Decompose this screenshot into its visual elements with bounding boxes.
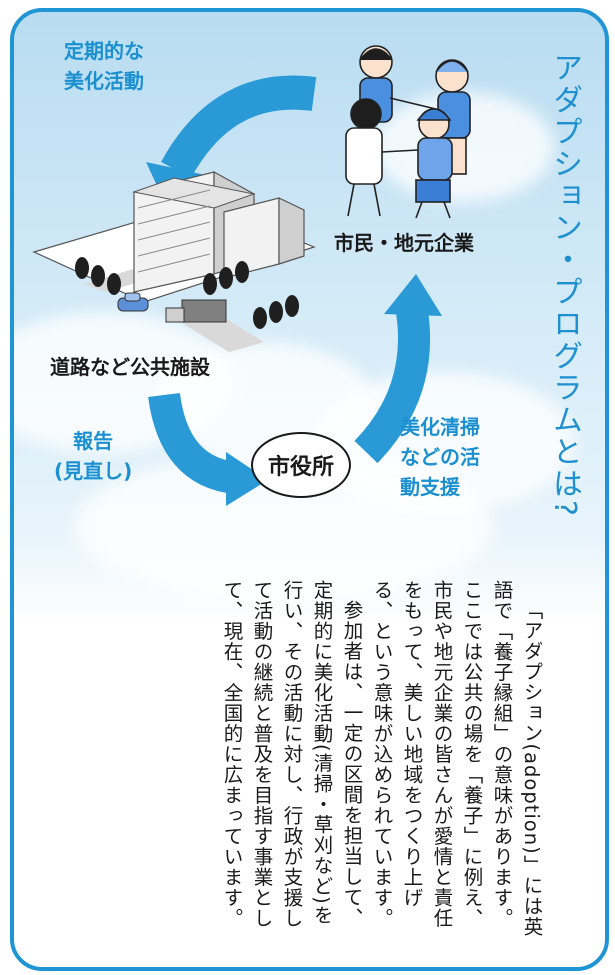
activity-label: 定期的な 美化活動 <box>64 39 144 93</box>
car-icon <box>117 292 149 312</box>
info-card: 定期的な 美化活動 市民・地元企業 道路など公共施設 報告 (見直し) 美化清掃… <box>10 8 609 971</box>
city-hall-node: 市役所 <box>251 432 351 498</box>
city-illustration <box>32 170 316 352</box>
body-paragraph-1: 「アダプション(adoption)」には英語で「養子縁組」の意味があります。ここ… <box>370 580 543 937</box>
report-arrowhead <box>226 452 268 506</box>
facilities-label: 道路など公共施設 <box>50 355 210 379</box>
cycle-diagram <box>32 45 471 506</box>
citizens-illustration <box>345 45 471 219</box>
truck-icon <box>165 299 227 323</box>
support-arrow <box>354 309 431 464</box>
support-arrowhead <box>384 274 442 316</box>
report-arrow <box>148 392 239 494</box>
body-text: 「アダプション(adoption)」には英語で「養子縁組」の意味があります。ここ… <box>74 580 546 940</box>
activity-arrow <box>161 75 317 179</box>
citizens-label: 市民・地元企業 <box>334 231 474 255</box>
report-label: 報告 (見直し) <box>54 429 133 483</box>
page-title: アダプション・プログラムとは? <box>547 52 582 518</box>
support-label: 美化清掃 などの活 動支援 <box>400 415 480 499</box>
body-paragraph-2: 参加者は、一定の区間を担当して、定期的に美化活動(清掃・草刈など)を行い、その活… <box>220 580 363 929</box>
